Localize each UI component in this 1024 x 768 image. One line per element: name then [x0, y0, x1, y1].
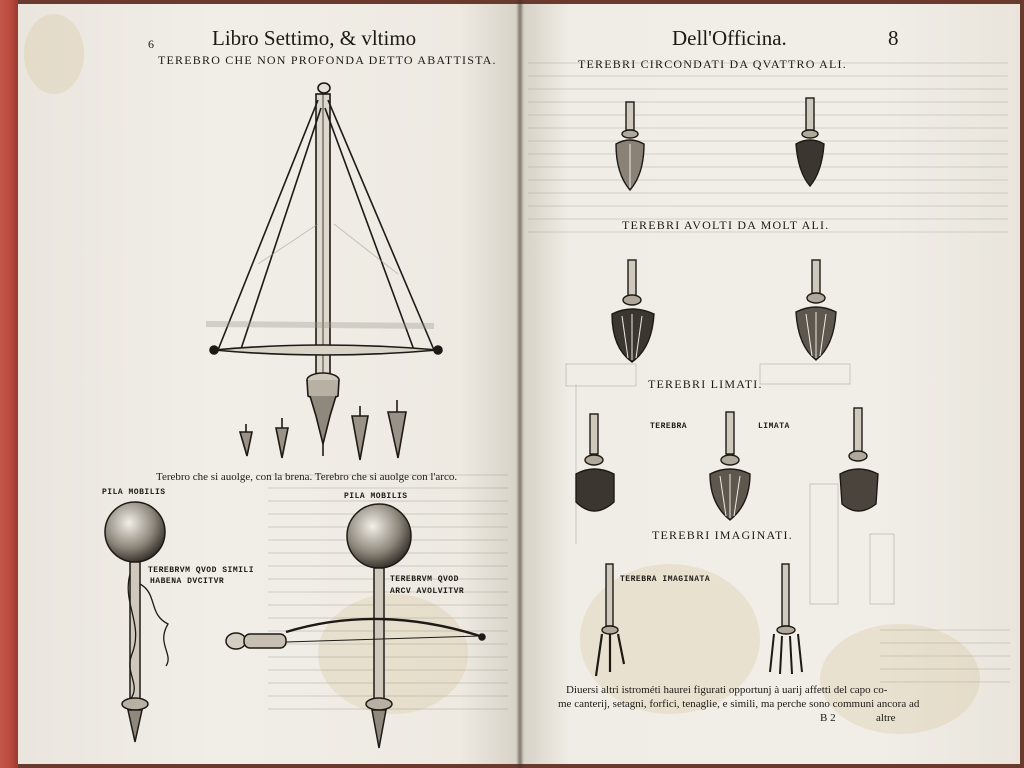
heading-quattro-ali: TEREBRI CIRCONDATI DA QVATTRO ALI. — [578, 57, 847, 71]
page-marker: 6 — [148, 37, 154, 51]
label-terebrum-arcu-2: ARCV AVOLVITVR — [390, 587, 465, 596]
footer-line-2: me canterij, setagni, forfici, tenaglie,… — [558, 698, 920, 710]
heading-imaginati: TEREBRI IMAGINATI. — [652, 528, 793, 542]
label-terebra: TEREBRA — [650, 422, 688, 431]
paper-stain — [318, 594, 468, 714]
signature-mark: B 2 — [820, 712, 836, 724]
running-head: Dell'Officina. — [672, 26, 787, 50]
label-limata: LIMATA — [758, 422, 790, 431]
paper-stain — [820, 624, 980, 734]
footer-line-1: Diuersi altri istrométi haurei figurati … — [566, 684, 888, 696]
label-pila-mobilis-left: PILA MOBILIS — [102, 488, 166, 497]
heading-limati: TEREBRI LIMATI. — [648, 377, 763, 391]
auger-bits-illustration — [565, 97, 895, 677]
catchword: altre — [876, 712, 896, 724]
running-head: Libro Settimo, & vltimo — [212, 26, 417, 50]
label-terebrum-habena-2: HABENA DVCITVR — [150, 577, 225, 586]
page-number: 8 — [888, 26, 899, 50]
pump-drill-illustration — [205, 82, 443, 461]
left-page: Libro Settimo, & vltimo 6 TEREBRO CHE NO… — [18, 4, 520, 764]
figure-title: TEREBRO CHE NON PROFONDA DETTO ABATTISTA… — [158, 53, 497, 67]
bleed-through-text — [528, 62, 1008, 238]
heading-molt-ali: TEREBRI AVOLTI DA MOLT ALI. — [622, 218, 830, 232]
book-edge — [0, 0, 18, 768]
right-page: Dell'Officina. 8 TEREBRI CIRCONDATI DA Q… — [520, 4, 1020, 764]
label-terebrum-arcu-1: TEREBRVM QVOD — [390, 575, 459, 584]
label-terebra-imaginata: TEREBRA IMAGINATA — [620, 575, 711, 584]
book-gutter — [516, 0, 524, 768]
label-pila-mobilis-right: PILA MOBILIS — [344, 492, 408, 501]
label-terebrum-habena-1: TEREBRVM QVOD SIMILI — [148, 566, 255, 575]
paper-stain — [24, 14, 84, 94]
strap-and-bow-drill-illustration — [104, 501, 486, 749]
figure-caption: Terebro che si auolge, con la brena. Ter… — [156, 471, 458, 483]
bleed-through-text — [880, 629, 1010, 689]
